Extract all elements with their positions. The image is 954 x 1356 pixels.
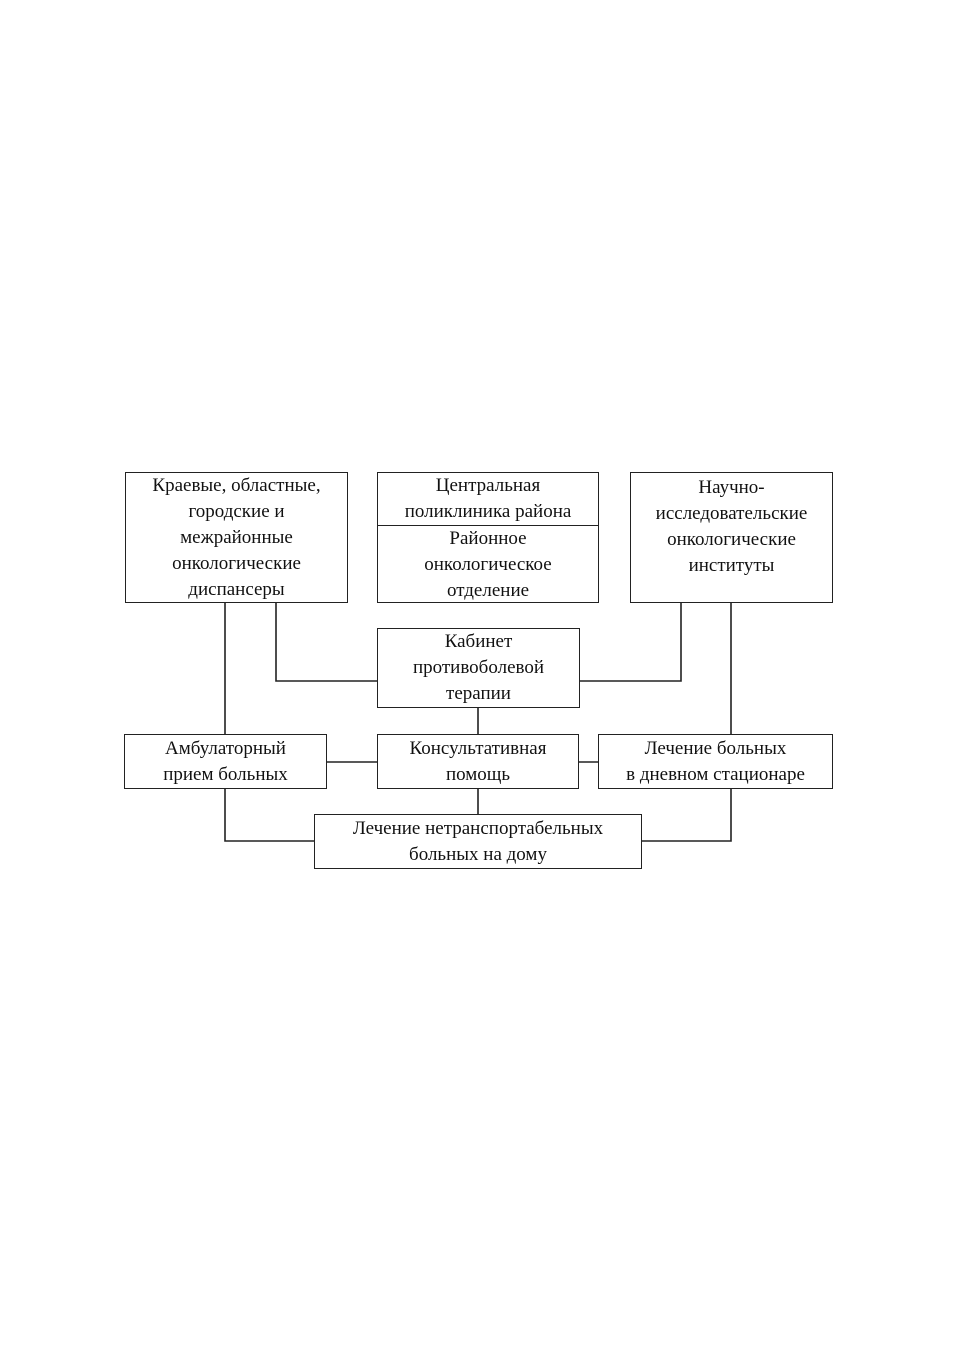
box-text-line: диспансеры (188, 578, 285, 600)
connector-day-hospital-to-home (641, 788, 732, 842)
box-outpatient-reception: Амбулаторный прием больных (124, 734, 327, 789)
box-central-clinic-top: Центральная поликлиника района (378, 473, 598, 526)
box-text-line: онкологические (667, 529, 796, 550)
box-text-line: отделение (446, 580, 530, 601)
box-text-line: помощь (445, 763, 511, 785)
box-text-line: онкологическое (424, 554, 552, 575)
box-text-line: больных на дому (409, 843, 547, 865)
box-text-line: прием больных (163, 763, 288, 785)
box-regional-dispensaries: Краевые, областные, городские и межрайон… (125, 472, 348, 603)
box-text-line: поликлиника района (404, 501, 572, 522)
connector-outpatient-to-home (224, 788, 315, 842)
box-text-line: Краевые, областные, (152, 474, 321, 496)
box-text-line: Научно- (698, 477, 765, 498)
box-text-line: межрайонные (180, 526, 293, 548)
box-text-line: Лечение нетранспортабельных (352, 817, 604, 839)
box-research-institutes: Научно- исследовательские онкологические… (630, 472, 833, 603)
box-text-line: Кабинет (444, 631, 513, 652)
box-text-line: Лечение больных (644, 737, 787, 759)
box-central-clinic: Центральная поликлиника района Районное … (377, 472, 599, 603)
box-text-line: Амбулаторный (165, 737, 286, 759)
box-text-line: Центральная (435, 475, 541, 496)
box-text-line: институты (688, 555, 775, 576)
box-pain-therapy-office: Кабинет противоболевой терапии (377, 628, 580, 708)
box-day-hospital: Лечение больных в дневном стационаре (598, 734, 833, 789)
box-text-line: в дневном стационаре (626, 763, 805, 785)
box-text-line: онкологические (172, 552, 301, 574)
box-text-line: исследовательские (655, 503, 808, 524)
box-text-line: терапии (446, 683, 511, 704)
box-text-line: Консультативная (409, 737, 547, 759)
connector-dispensaries-to-pain-office (275, 602, 378, 682)
box-consultative-help: Консультативная помощь (377, 734, 579, 789)
box-home-treatment: Лечение нетранспортабельных больных на д… (314, 814, 642, 869)
box-district-department: Районное онкологическое отделение (378, 526, 598, 604)
box-text-line: противоболевой (412, 657, 545, 678)
box-text-line: городские и (188, 500, 285, 522)
box-text-line: Районное (449, 528, 527, 549)
connector-institutes-to-pain-office (579, 602, 682, 682)
